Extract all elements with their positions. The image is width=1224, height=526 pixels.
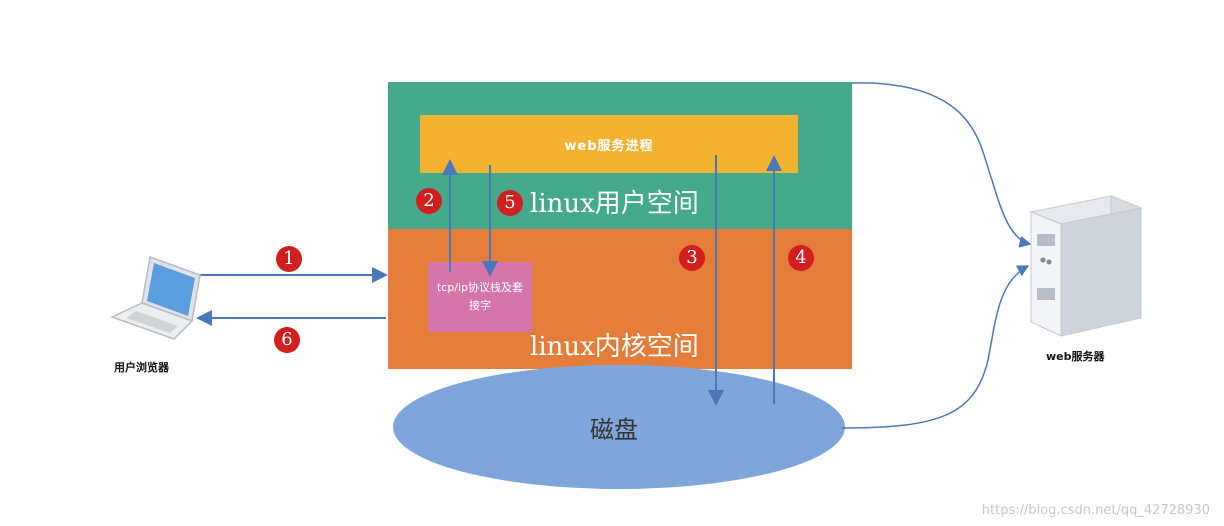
tcp-ip-stack-box: tcp/ip协议栈及套接字 <box>428 262 532 332</box>
disk-label: 磁盘 <box>590 416 638 444</box>
step-badge-4: 4 <box>788 245 814 271</box>
step-badge-2: 2 <box>416 188 442 214</box>
user-space-label: linux用户空间 <box>530 189 699 219</box>
curve-disk-to-server <box>841 265 1030 429</box>
kernel-space-label: linux内核空间 <box>530 332 699 362</box>
step-badge-5: 5 <box>497 190 523 216</box>
step-badge-3: 3 <box>679 245 705 271</box>
web-service-process-box: web服务进程 <box>420 115 798 173</box>
browser-caption: 用户浏览器 <box>114 361 169 374</box>
web-service-process-label: web服务进程 <box>564 138 654 154</box>
laptop-icon <box>110 255 201 340</box>
server-tower-icon <box>1029 195 1143 337</box>
tcp-ip-stack-label: tcp/ip协议栈及套接字 <box>436 281 524 312</box>
step-badge-6: 6 <box>274 327 300 353</box>
step-badge-1: 1 <box>276 246 302 272</box>
server-caption: web服务器 <box>1046 350 1105 363</box>
disk-ellipse <box>393 365 845 489</box>
watermark: https://blog.csdn.net/qq_42728930 <box>981 503 1210 518</box>
curve-to-server-top <box>851 82 1032 248</box>
